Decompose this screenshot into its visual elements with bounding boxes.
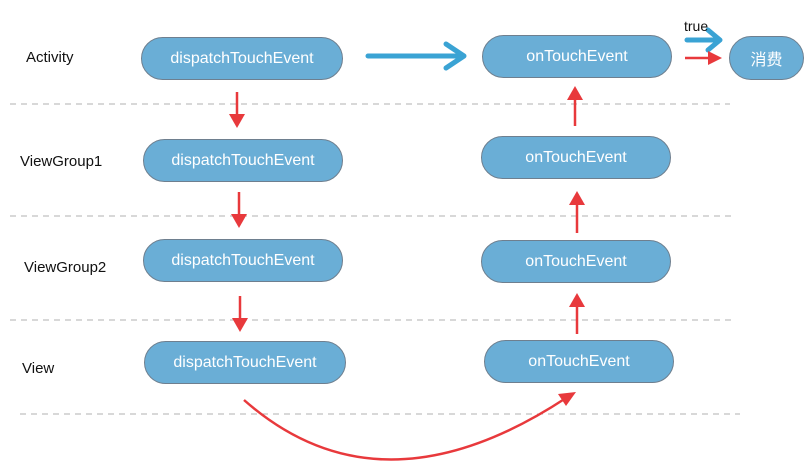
consume-node: 消费: [729, 36, 804, 80]
row-label-viewgroup1: ViewGroup1: [20, 153, 103, 170]
dispatch-down-arrow: [232, 296, 248, 332]
viewgroup2-dispatch-touch-event-node: dispatchTouchEvent: [143, 239, 343, 282]
viewgroup2-on-touch-event-node: onTouchEvent: [481, 240, 671, 283]
true-blue-arrow: [684, 27, 723, 53]
consume-red-arrow: [685, 51, 722, 65]
dispatch-down-arrow: [229, 92, 245, 128]
true-label: true: [684, 18, 709, 34]
view-on-touch-event-node: onTouchEvent: [484, 340, 674, 383]
ontouch-up-arrow: [567, 86, 583, 126]
ontouch-up-arrow: [569, 191, 585, 233]
activity-dispatch-touch-event-node: dispatchTouchEvent: [141, 37, 343, 80]
activity-blue-arrow: [365, 41, 467, 71]
ontouch-up-arrow: [569, 293, 585, 334]
view-dispatch-touch-event-node: dispatchTouchEvent: [144, 341, 346, 384]
row-label-viewgroup2: ViewGroup2: [24, 259, 107, 276]
row-label-activity: Activity: [26, 49, 74, 66]
dispatch-down-arrow: [231, 192, 247, 228]
activity-on-touch-event-node: onTouchEvent: [482, 35, 672, 78]
row-label-view: View: [22, 360, 55, 377]
view-to-ontouch-curve-arrow: [243, 392, 576, 461]
viewgroup1-dispatch-touch-event-node: dispatchTouchEvent: [143, 139, 343, 182]
viewgroup1-on-touch-event-node: onTouchEvent: [481, 136, 671, 179]
